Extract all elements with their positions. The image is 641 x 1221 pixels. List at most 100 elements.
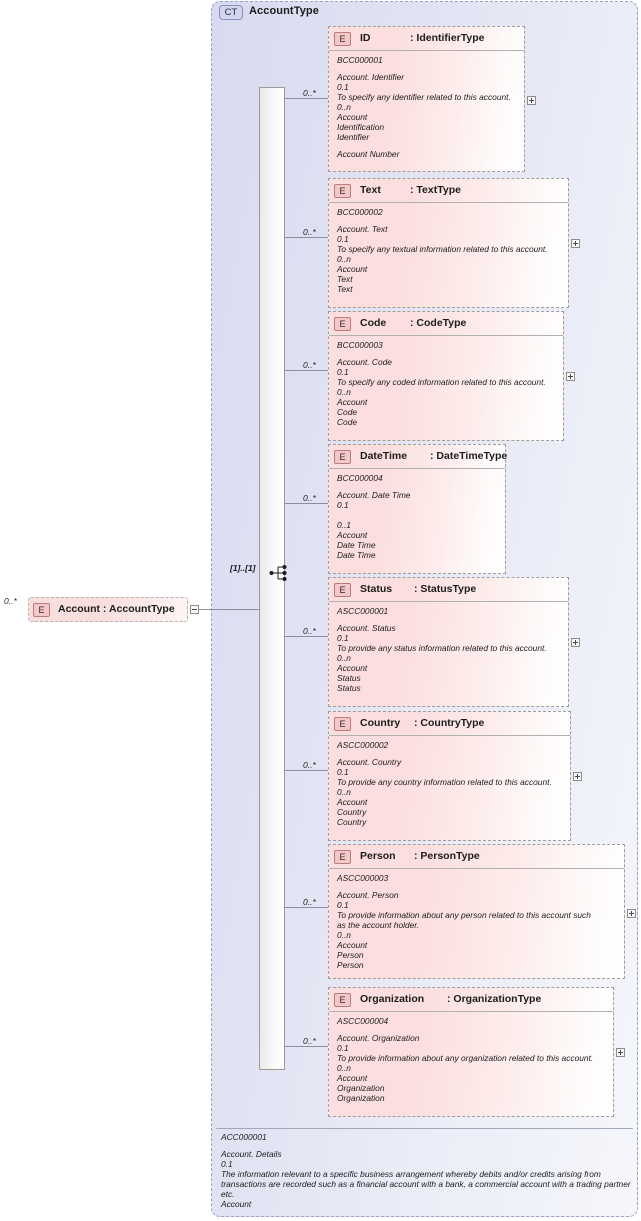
plus-toggle-icon[interactable] <box>571 638 580 647</box>
element-box-organization[interactable]: E Organization : OrganizationType ASCC00… <box>328 987 614 1117</box>
element-header: E Person : PersonType <box>329 845 624 869</box>
sequence-icon <box>269 563 291 583</box>
annotation-line: 0.1 <box>337 500 349 510</box>
element-body: BCC000002 Account. Text 0.1 To specify a… <box>329 203 568 297</box>
element-badge-icon: E <box>334 717 351 731</box>
plus-toggle-icon[interactable] <box>571 239 580 248</box>
element-type: : CountryType <box>414 717 485 729</box>
element-name: Status <box>360 583 393 595</box>
annotation-line: Account. Country <box>337 757 402 767</box>
annotation-line: 0.1 <box>337 900 349 910</box>
element-id: BCC000003 <box>337 340 383 350</box>
plus-toggle-icon[interactable] <box>573 772 582 781</box>
element-id: BCC000001 <box>337 55 383 65</box>
element-type: : StatusType <box>414 583 477 595</box>
annotation-line: Date Time <box>337 550 376 560</box>
sequence-occurrence-label: [1]..[1] <box>230 563 256 573</box>
complextype-badge: CT <box>219 5 243 20</box>
element-header: E DateTime : DateTimeType <box>329 445 507 469</box>
root-element-account[interactable]: E Account : AccountType <box>28 597 188 622</box>
minus-toggle-icon[interactable] <box>190 605 199 614</box>
connector-line <box>285 370 328 371</box>
element-type: : OrganizationType <box>447 993 542 1005</box>
annotation-line: Status <box>337 683 361 693</box>
annotation-line: Text <box>337 284 353 294</box>
annotation-line: Identifier <box>337 132 370 142</box>
annotation-line: 0.1 <box>337 633 349 643</box>
element-badge-icon: E <box>334 317 351 331</box>
element-box-id[interactable]: E ID : IdentifierType BCC000001 Account.… <box>328 26 525 172</box>
footer-annotation: ACC000001 Account. Details 0.1 The infor… <box>221 1132 633 1209</box>
annotation-line: Text <box>337 274 353 284</box>
spacer <box>221 1142 633 1149</box>
element-badge-icon: E <box>334 184 351 198</box>
annotation-line: Organization <box>337 1083 385 1093</box>
annotation-line: Account. Identifier <box>337 72 405 82</box>
element-body: ASCC000002 Account. Country 0.1 To provi… <box>329 736 570 830</box>
cardinality-label: 0..* <box>303 760 316 770</box>
plus-toggle-icon[interactable] <box>527 96 536 105</box>
spacer <box>337 1026 605 1033</box>
element-type: : CodeType <box>410 317 467 329</box>
connector-line <box>285 770 328 771</box>
connector-line <box>285 1046 328 1047</box>
annotation-line: Code <box>337 407 358 417</box>
element-box-country[interactable]: E Country : CountryType ASCC000002 Accou… <box>328 711 571 841</box>
footer-line: The information relevant to a specific b… <box>221 1169 631 1199</box>
element-name: Person <box>360 850 396 862</box>
cardinality-label: 0..* <box>303 88 316 98</box>
annotation-line: Account <box>337 797 368 807</box>
plus-toggle-icon[interactable] <box>616 1048 625 1057</box>
plus-toggle-icon[interactable] <box>627 909 636 918</box>
element-box-status[interactable]: E Status : StatusType ASCC000001 Account… <box>328 577 569 707</box>
annotation-line: To provide any status information relate… <box>337 643 547 653</box>
plus-toggle-icon[interactable] <box>566 372 575 381</box>
element-body: BCC000001 Account. Identifier 0.1 To spe… <box>329 51 524 162</box>
footer-line: Account. Details <box>221 1149 282 1159</box>
annotation-line: Code <box>337 417 358 427</box>
spacer <box>337 217 560 224</box>
element-box-text[interactable]: E Text : TextType BCC000002 Account. Tex… <box>328 178 569 308</box>
element-name: Country <box>360 717 401 729</box>
connector-line <box>199 609 259 610</box>
annotation-line: Status <box>337 673 361 683</box>
annotation-line: 0..n <box>337 102 351 112</box>
element-header: E Status : StatusType <box>329 578 568 602</box>
spacer <box>337 142 516 149</box>
element-header: E Country : CountryType <box>329 712 570 736</box>
annotation-line: 0..n <box>337 1063 351 1073</box>
spacer <box>337 483 497 490</box>
element-type: : PersonType <box>414 850 480 862</box>
element-type: : IdentifierType <box>410 32 485 44</box>
annotation-line: 0.1 <box>337 82 349 92</box>
element-box-datetime[interactable]: E DateTime : DateTimeType BCC000004 Acco… <box>328 444 507 574</box>
annotation-line: Account. Organization <box>337 1033 420 1043</box>
annotation-line: 0..n <box>337 653 351 663</box>
cardinality-label: 0..* <box>303 897 316 907</box>
element-header: E Organization : OrganizationType <box>329 988 613 1012</box>
element-name: Code <box>360 317 387 329</box>
cardinality-label: 0..* <box>303 1036 316 1046</box>
annotation-line: Account. Text <box>337 224 388 234</box>
spacer <box>337 883 616 890</box>
element-badge-icon: E <box>33 603 50 617</box>
annotation-line: Identification <box>337 122 385 132</box>
element-header: E ID : IdentifierType <box>329 27 524 51</box>
element-type: : TextType <box>410 184 461 196</box>
element-id: ASCC000002 <box>337 740 389 750</box>
annotation-line: Account <box>337 940 368 950</box>
annotation-line: Account. Status <box>337 623 396 633</box>
spacer <box>337 65 516 72</box>
annotation-line: To specify any identifier related to thi… <box>337 92 511 102</box>
annotation-line: 0.1 <box>337 367 349 377</box>
annotation-line: Date Time <box>337 540 376 550</box>
element-header: E Text : TextType <box>329 179 568 203</box>
annotation-line: Account. Date Time <box>337 490 411 500</box>
element-body: ASCC000003 Account. Person 0.1 To provid… <box>329 869 624 973</box>
element-box-person[interactable]: E Person : PersonType ASCC000003 Account… <box>328 844 625 979</box>
element-badge-icon: E <box>334 450 351 464</box>
annotation-line: To provide information about any person … <box>337 910 591 930</box>
element-box-code[interactable]: E Code : CodeType BCC000003 Account. Cod… <box>328 311 564 441</box>
connector-line <box>285 98 328 99</box>
